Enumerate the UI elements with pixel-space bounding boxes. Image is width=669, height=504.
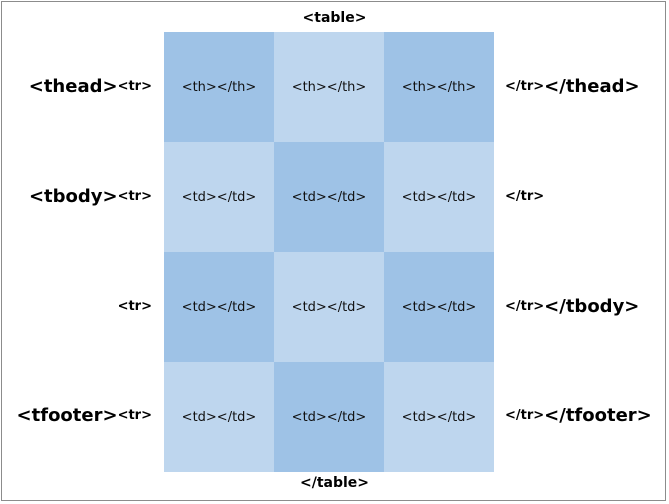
data-cell: <td></td>	[164, 362, 274, 472]
row-label-left: <tbody><tr>	[29, 185, 152, 207]
header-cell: <th></th>	[274, 32, 384, 142]
row-close-tag: </tr>	[505, 407, 545, 423]
data-cell: <td></td>	[274, 362, 384, 472]
row-open-tag: <tr>	[117, 407, 152, 423]
data-cell: <td></td>	[164, 142, 274, 252]
row-label-left: <tr>	[118, 295, 152, 317]
header-cell: <th></th>	[384, 32, 494, 142]
table-close-caption: </table>	[299, 475, 370, 491]
section-open-tag: <thead>	[28, 75, 118, 97]
row-close-tag: </tr>	[505, 78, 545, 94]
data-cell: <td></td>	[384, 142, 494, 252]
data-cell: <td></td>	[274, 142, 384, 252]
row-open-tag: <tr>	[117, 298, 152, 314]
row-open-tag: <tr>	[117, 188, 152, 204]
row-label-right: </tr></tfooter>	[505, 404, 652, 426]
row-close-tag: </tr>	[505, 188, 545, 204]
data-cell: <td></td>	[384, 362, 494, 472]
header-cell: <th></th>	[164, 32, 274, 142]
section-open-tag: <tbody>	[28, 185, 118, 207]
row-label-right: </tr>	[505, 185, 544, 207]
row-open-tag: <tr>	[117, 78, 152, 94]
data-cell: <td></td>	[384, 252, 494, 362]
table-open-caption: <table>	[302, 10, 367, 26]
table-grid: <th></th> <th></th> <th></th> <td></td> …	[164, 32, 494, 472]
row-label-right: </tr></thead>	[505, 75, 640, 97]
row-label-left: <tfooter><tr>	[17, 404, 152, 426]
row-label-left: <thead><tr>	[29, 75, 152, 97]
data-cell: <td></td>	[274, 252, 384, 362]
section-close-tag: </tbody>	[544, 295, 640, 317]
data-cell: <td></td>	[164, 252, 274, 362]
section-open-tag: <tfooter>	[16, 404, 118, 426]
row-label-right: </tr></tbody>	[505, 295, 639, 317]
section-close-tag: </tfooter>	[544, 404, 652, 426]
row-close-tag: </tr>	[505, 298, 545, 314]
section-close-tag: </thead>	[544, 75, 640, 97]
